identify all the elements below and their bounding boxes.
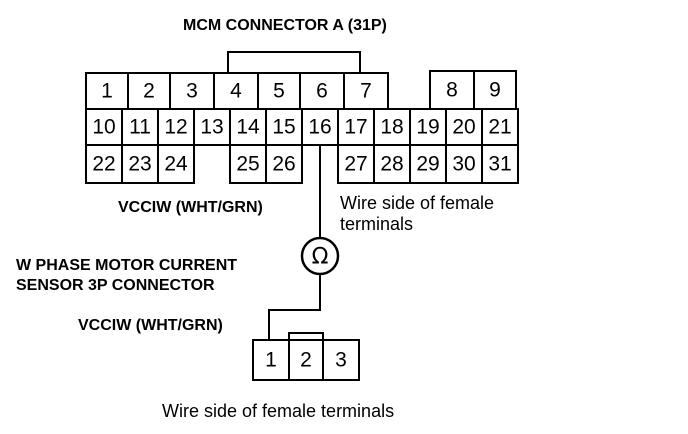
pin-label: 15 [272,116,295,139]
connector-a-lock-tab [227,51,361,72]
pin-label: 11 [129,116,151,139]
connector-a-pin-27 [337,144,375,184]
connector-a-pin-19 [409,108,447,146]
test-lead-lower [268,274,321,340]
connector-a-pin-8 [429,70,475,110]
sensor-title-line2: SENSOR 3P CONNECTOR [16,277,215,294]
ohmmeter-symbol: Ω [300,236,340,276]
pin-label: 29 [416,153,439,176]
pin-label: 3 [186,80,198,103]
connector-a-caption-line2: terminals [340,214,413,234]
connector-a-body [85,70,519,184]
pin-label: 12 [164,116,187,139]
pin-label: 31 [488,153,511,176]
connector-a-caption-line1: Wire side of female [340,193,494,213]
sensor-caption: Wire side of female terminals [162,401,394,421]
pin-label: 1 [101,80,113,103]
sensor-connector-body: 1 2 3 [252,332,360,381]
pin-label: 21 [488,116,511,139]
pin-label: 19 [416,116,439,139]
connector-a-pin-24 [157,144,195,184]
connector-a-pin-31 [481,144,519,184]
pin-label: 14 [236,116,260,139]
sensor-pin-3 [322,339,360,381]
pin-label: 10 [92,116,115,139]
pin-label: 1 [265,349,277,372]
pin-label: 8 [446,79,458,102]
connector-a-pin-25 [229,144,267,184]
sensor-pin-1 [252,339,290,381]
wire-label-bottom: VCCIW (WHT/GRN) [78,317,223,334]
connector-a-pin-20 [445,108,483,146]
pin-label: 26 [272,153,295,176]
ohm-icon: Ω [312,245,329,270]
pin-label: 2 [300,349,312,372]
connector-a-pin-23 [121,144,159,184]
connector-a-pin-labels: 1 2 3 4 5 6 7 8 9 10 11 12 13 14 15 16 1… [92,79,511,176]
sensor-pin-2 [288,339,324,381]
pin-label: 5 [273,80,285,103]
pin-label: 13 [200,116,223,139]
pin-label: 23 [128,153,151,176]
pin-label: 6 [316,80,328,103]
pin-label: 18 [380,116,403,139]
pin-label: 28 [380,153,403,176]
connector-a-pin-16 [301,108,339,146]
sensor-lock-tab [288,332,324,340]
wire-label-top: VCCIW (WHT/GRN) [118,199,263,216]
connector-a-pin-26 [265,144,303,184]
pin-label: 7 [360,80,372,103]
pin-label: 2 [143,80,155,103]
pin-label: 27 [344,153,367,176]
connector-a-pin-10 [85,108,123,146]
pin-label: 24 [164,153,188,176]
pin-label: 3 [335,349,347,372]
pin-label: 16 [308,116,331,139]
connector-a-pin-17 [337,108,375,146]
pin-label: 22 [92,153,115,176]
pin-label: 20 [452,116,475,139]
pin-label: 25 [236,153,259,176]
connector-a-pin-28 [373,144,411,184]
pin-label: 4 [230,80,242,103]
pin-label: 17 [344,116,367,139]
sensor-title-line1: W PHASE MOTOR CURRENT [16,257,237,274]
pin-label: 30 [452,153,475,176]
pin-label: 9 [489,79,501,102]
connector-a-title: MCM CONNECTOR A (31P) [183,17,387,34]
